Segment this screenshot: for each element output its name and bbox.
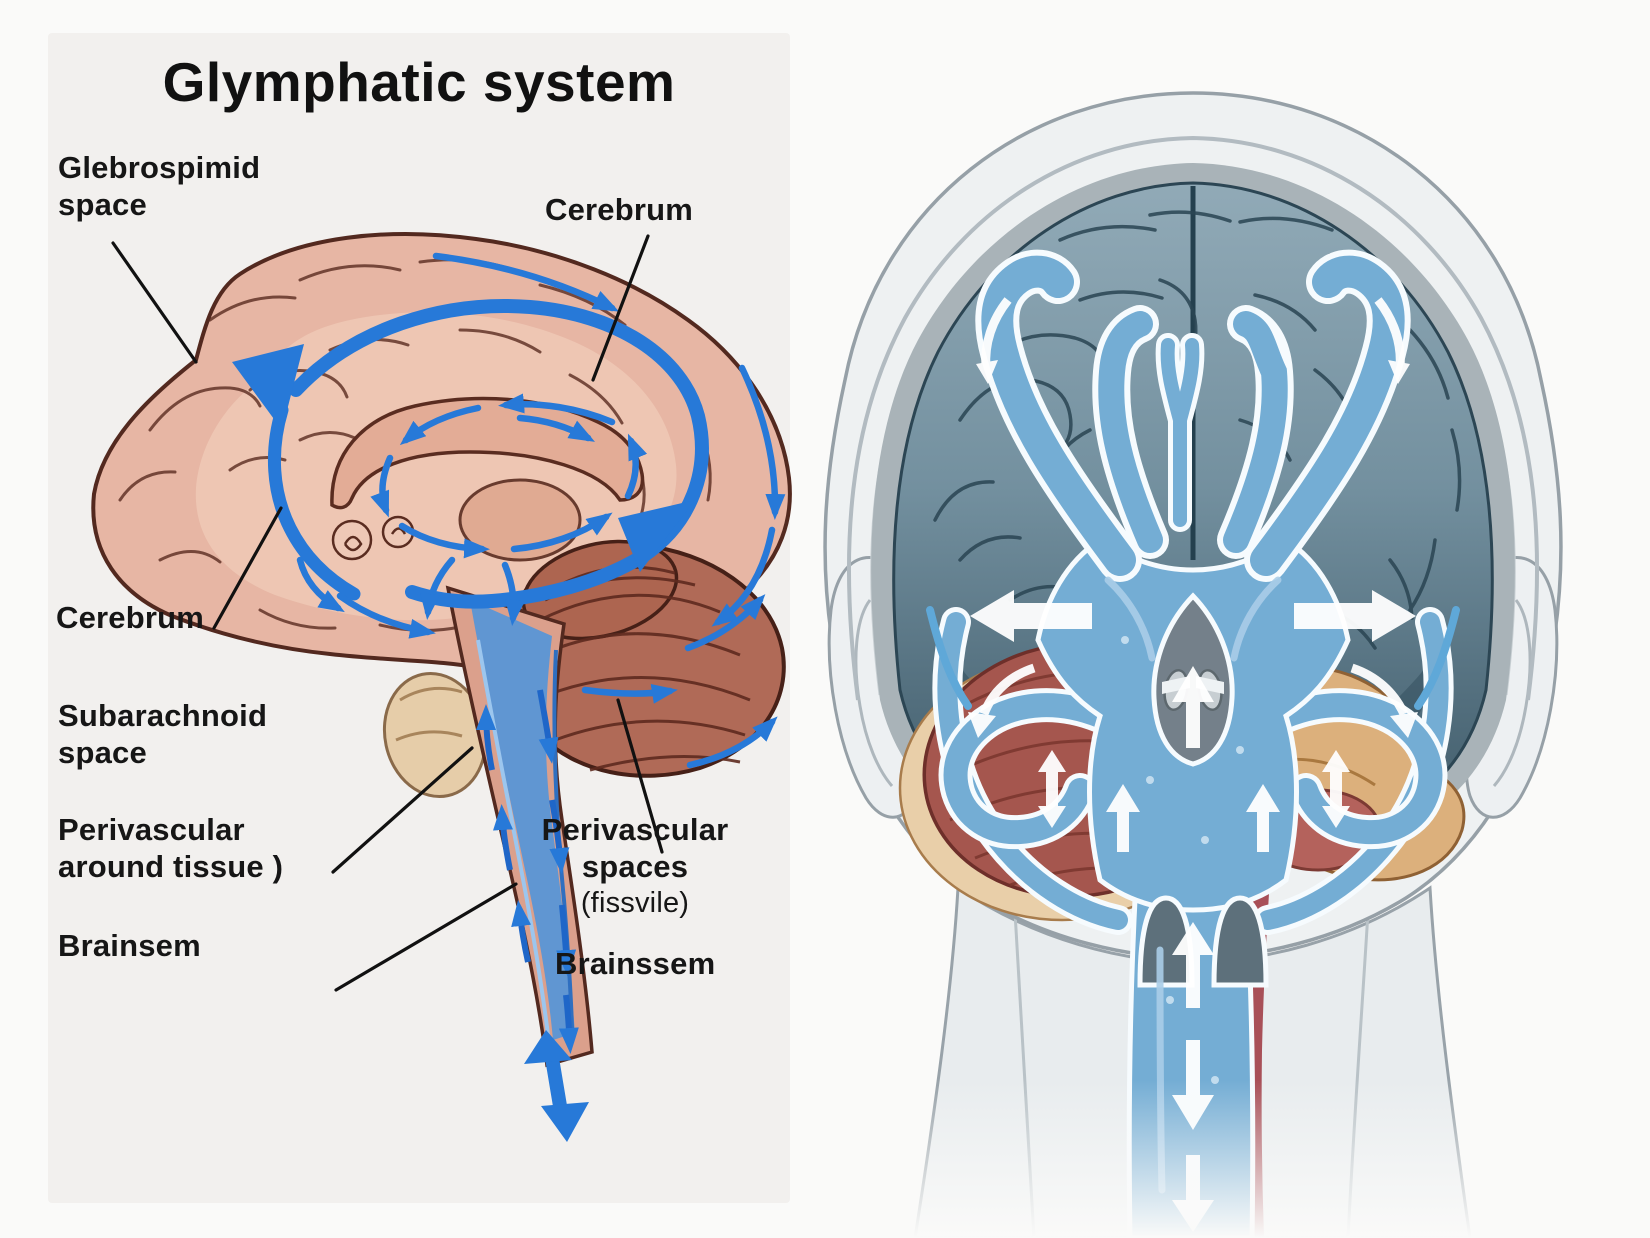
csf-tree bbox=[926, 249, 1460, 1238]
posterior-head-art bbox=[820, 91, 1650, 1238]
csf-flow-arrows bbox=[232, 252, 786, 1142]
label-perivascular-spaces-sub: (fissvile) bbox=[580, 887, 690, 919]
leader-lines bbox=[111, 234, 664, 992]
brainstem-shape bbox=[445, 585, 594, 1068]
label-perivascular-spaces: Perivascular spaces bbox=[541, 812, 729, 884]
label-cerebrum-top: Cerebrum bbox=[545, 192, 694, 227]
label-csf-space: Glebrospimid space bbox=[58, 150, 261, 222]
label-brainstem-left: Brainsem bbox=[58, 928, 201, 963]
label-subarachnoid-space: Subarachnoid space bbox=[58, 698, 268, 770]
bottom-fade bbox=[820, 1080, 1650, 1238]
brainstem-flow-arrows bbox=[476, 689, 579, 1054]
bidirectional-flow-arrow bbox=[524, 1030, 589, 1142]
figure-title: Glymphatic system bbox=[162, 51, 676, 113]
label-perivascular-around-tissue: Perivascular around tissue ) bbox=[58, 812, 284, 884]
sagittal-brain-art bbox=[91, 232, 792, 1142]
label-brainstem-right: Brainssem bbox=[555, 946, 716, 981]
label-cerebrum-left: Cerebrum bbox=[56, 600, 205, 635]
